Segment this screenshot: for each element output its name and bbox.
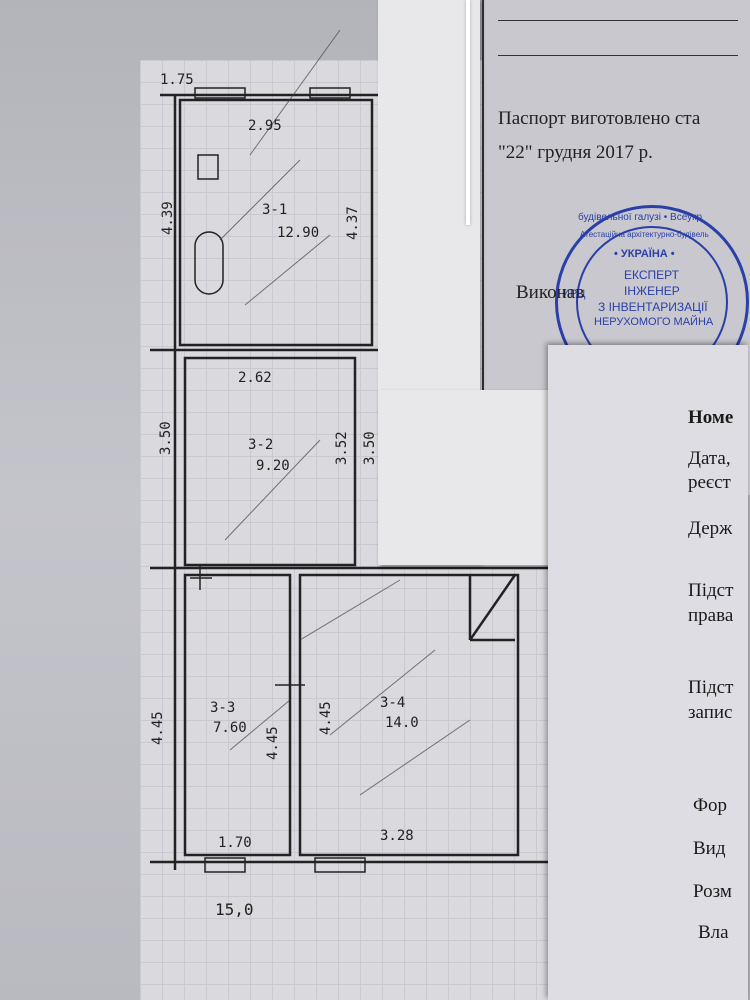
window-icon <box>309 87 351 99</box>
room-area: 14.0 <box>385 715 419 731</box>
passport-made-line: Паспорт виготовлено ста <box>498 108 701 129</box>
room-3-3-walls <box>183 573 292 857</box>
dimension-label: 1.75 <box>160 72 194 88</box>
room-3-2-walls <box>183 356 357 567</box>
registration-extract-card: Номе Дата, реєст Держ Підст права Підст … <box>548 345 748 1000</box>
room-left-dim: 3.50 <box>158 421 174 455</box>
room-width: 2.62 <box>238 370 272 386</box>
window-icon <box>204 857 246 873</box>
total-width: 15,0 <box>215 900 254 919</box>
room-width: 3.28 <box>380 828 414 844</box>
stove-icon <box>197 154 219 180</box>
window-icon <box>314 857 366 873</box>
room-right-dim: 3.52 <box>334 431 350 465</box>
room-right-dim: 4.37 <box>345 206 361 240</box>
room-id: 3-2 <box>248 437 274 453</box>
room-right-dim: 4.45 <box>265 726 281 760</box>
floor-plan-drawing <box>150 29 555 873</box>
room-area: 7.60 <box>213 720 247 736</box>
executor-label: Виконав <box>516 282 585 303</box>
room-id: 3-3 <box>210 700 236 716</box>
room-area: 9.20 <box>256 458 290 474</box>
room-3-4-walls <box>298 573 520 857</box>
room-id: 3-4 <box>380 695 406 711</box>
room-width: 1.70 <box>218 835 252 851</box>
room-left-dim: 4.39 <box>160 201 176 235</box>
room-width: 2.95 <box>248 118 282 134</box>
folded-paper-lower <box>378 390 556 565</box>
room-3-1-walls <box>178 98 374 347</box>
bathtub-icon <box>194 231 224 295</box>
room-left-dim: 4.45 <box>318 701 334 735</box>
room-id: 3-1 <box>262 202 288 218</box>
room-outer-right-dim: 3.50 <box>362 431 378 465</box>
window-icon <box>194 87 246 99</box>
room-area: 12.90 <box>277 225 320 241</box>
passport-date: "22" грудня 2017 р. <box>498 142 653 163</box>
outer-left-dim: 4.45 <box>150 711 166 745</box>
